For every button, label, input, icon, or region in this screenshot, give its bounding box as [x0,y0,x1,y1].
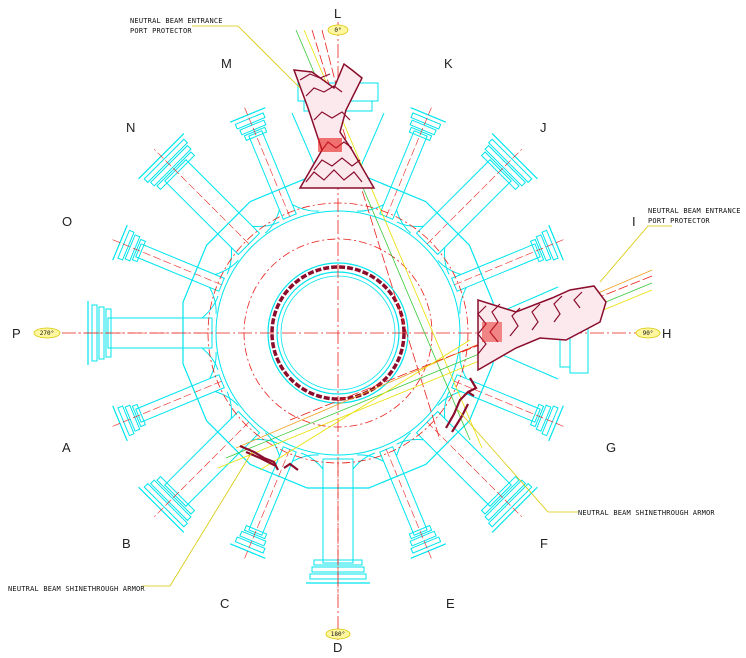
port-label-d: D [333,640,342,654]
leader-right-shinethrough [457,409,578,513]
port-label-h: H [662,326,671,341]
angle-tag-left-text: 270° [40,330,54,337]
angle-tag-bottom-text: 180° [331,631,345,638]
angle-tag-top [327,24,349,36]
port-label-b: B [122,536,131,551]
port-label-a: A [62,440,71,455]
leader-left-shinethrough [142,451,253,587]
port-9 [229,432,319,561]
annotation-right-shinethrough: NEUTRAL BEAM SHINETHROUGH ARMOR [578,509,715,517]
annotations: NEUTRAL BEAM ENTRANCE PORT PROTECTOR NEU… [8,17,741,593]
right-entrance-port-protector [477,285,607,372]
right-shinethrough-armor [445,377,478,433]
port-label-o: O [62,214,72,229]
port-label-n: N [126,120,135,135]
port-label-j: J [540,120,547,135]
leader-right-entrance [599,225,672,283]
leader-top-entrance [192,25,301,89]
port-14 [138,133,280,275]
port-label-c: C [220,596,229,611]
port-label-i: I [632,214,636,229]
port-15 [229,105,319,234]
port-10 [138,391,280,533]
port-11 [110,352,239,442]
neutral-beam-lines [217,29,653,471]
port-13 [110,224,239,314]
annotation-right-entrance-line1: NEUTRAL BEAM ENTRANCE [648,207,741,215]
port-label-f: F [540,536,548,551]
annotation-top-entrance-line1: NEUTRAL BEAM ENTRANCE [130,17,223,25]
port-letters: L M K N J O I P H A G B F C E D [12,6,671,655]
port-5 [437,352,566,442]
port-7 [357,432,447,561]
port-2 [396,133,538,275]
angle-tags: 0° 90° 180° 270° [33,24,661,640]
angle-tag-bottom [325,628,351,640]
annotation-left-shinethrough: NEUTRAL BEAM SHINETHROUGH ARMOR [8,585,145,593]
top-entrance-port-protector [292,62,376,189]
vessel-outline [182,177,494,489]
port-6 [396,391,538,533]
angle-tag-left [33,327,61,339]
annotation-right-entrance-line2: PORT PROTECTOR [648,217,710,225]
port-label-p: P [12,326,21,341]
port-label-k: K [444,56,453,71]
port-3 [437,224,566,314]
angle-tag-right-text: 90° [643,330,654,337]
port-label-m: M [221,56,232,71]
annotation-top-entrance-line2: PORT PROTECTOR [130,27,192,35]
port-1 [357,105,447,234]
leader-lines [142,25,672,587]
angle-tag-top-text: 0° [334,27,341,34]
port-structures [78,82,589,593]
beam-line-cross-yellow [259,339,471,471]
angle-tag-right [635,327,661,339]
port-label-e: E [446,596,455,611]
port-label-l: L [334,6,341,21]
port-label-g: G [606,440,616,455]
